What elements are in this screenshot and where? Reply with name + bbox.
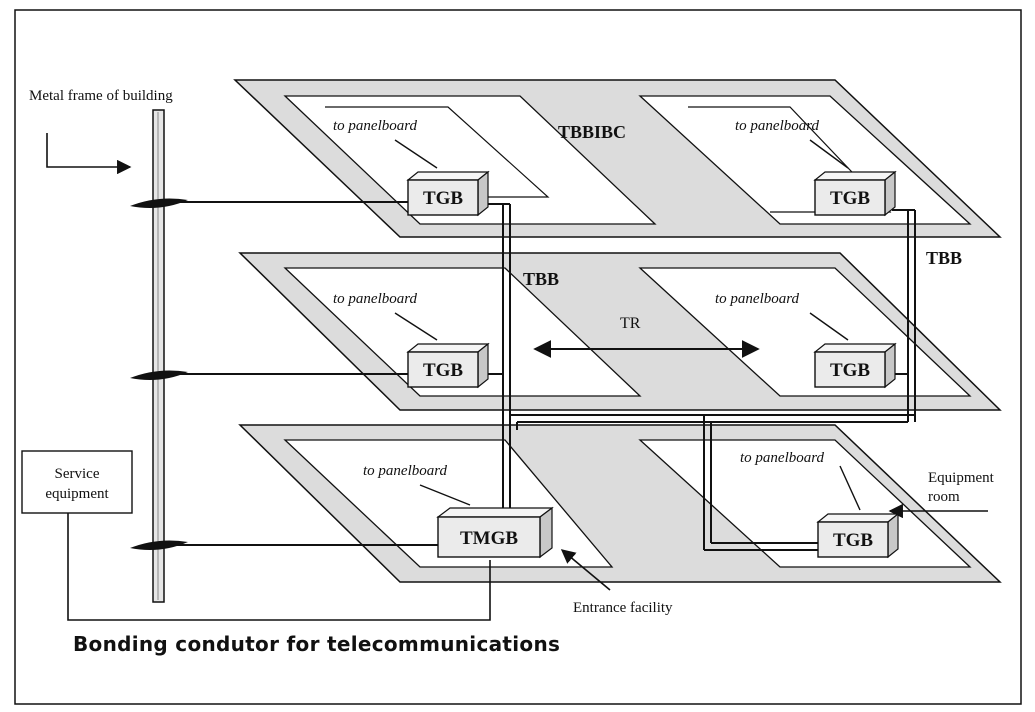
tmgb-label: TMGB bbox=[460, 528, 518, 549]
panelboard-leaders bbox=[394, 139, 861, 511]
tgb-f1r-label: TGB bbox=[830, 188, 870, 209]
floor-3 bbox=[238, 424, 1002, 583]
panelboard-label-f1-left: to panelboard bbox=[333, 118, 418, 134]
pb-leader-f1l bbox=[394, 139, 438, 169]
column-bond-clamps bbox=[130, 198, 188, 550]
column-clamp-3 bbox=[130, 540, 188, 550]
tgb-f1l-front bbox=[407, 179, 479, 216]
entrance-facility-arrow bbox=[560, 549, 611, 591]
tmgb-side bbox=[539, 506, 553, 559]
tgb-f3r-label: TGB bbox=[833, 530, 873, 551]
tgb-f1l-label: TGB bbox=[423, 188, 463, 209]
bonding-conductor-caption: Bonding condutor for telecommunications bbox=[73, 632, 560, 656]
tgb-f3r-front bbox=[817, 521, 889, 558]
tgb-floor-1-right: TGB bbox=[813, 170, 897, 217]
service-equipment-box bbox=[21, 450, 133, 514]
tgb-f2r-top bbox=[813, 343, 897, 353]
tgb-f1r-top bbox=[813, 171, 897, 181]
entrance-facility-label: Entrance facility bbox=[573, 600, 673, 616]
tgb-f2l-side bbox=[477, 342, 489, 389]
tgb-f3r-top bbox=[816, 513, 900, 523]
pb-leader-f2r bbox=[809, 312, 849, 341]
tgb-f2l-label: TGB bbox=[423, 360, 463, 381]
panelboard-label-f3-left: to panelboard bbox=[363, 463, 448, 479]
tgb-f1r-side bbox=[884, 170, 896, 217]
tgb-floor-1-left: TGB bbox=[406, 170, 490, 217]
diagram-arrows bbox=[46, 133, 988, 591]
bonding-conductors bbox=[67, 201, 916, 621]
panelboard-label-f3-right: to panelboard bbox=[740, 450, 825, 466]
tgb-floor-2-left: TGB bbox=[406, 342, 490, 389]
metal-frame-label: Metal frame of building bbox=[29, 88, 173, 104]
tgb-f2l-top bbox=[406, 343, 490, 353]
tgb-f2r-side bbox=[884, 342, 896, 389]
tbbibc-label: TBBIBC bbox=[558, 122, 626, 142]
tgb-f3r-side bbox=[887, 512, 899, 559]
tr-label: TR bbox=[620, 315, 641, 332]
tgb-f1r-front bbox=[814, 179, 886, 216]
panelboard-label-f2-right: to panelboard bbox=[715, 291, 800, 307]
tmgb-floor-3: TMGB bbox=[436, 506, 554, 559]
tmgb-top bbox=[436, 507, 554, 518]
floor-2-left-room bbox=[283, 267, 642, 397]
panelboard-label-f2-left: to panelboard bbox=[333, 291, 418, 307]
service-bond-conductor bbox=[67, 513, 491, 621]
service-equipment-label-2: equipment bbox=[45, 486, 109, 502]
pb-leader-f1r bbox=[809, 139, 849, 169]
tgb-f2r-front bbox=[814, 351, 886, 388]
tgb-f1l-side bbox=[477, 170, 489, 217]
tbb-label-center: TBB bbox=[523, 269, 559, 289]
tmgb-front bbox=[437, 516, 541, 558]
column-clamp-1 bbox=[130, 198, 188, 208]
column-clamp-2 bbox=[130, 370, 188, 380]
equipment-room-label-2: room bbox=[928, 489, 960, 505]
metal-frame-arrow bbox=[46, 133, 132, 175]
pb-leader-f3r bbox=[839, 465, 861, 511]
panelboard-label-f1-right: to panelboard bbox=[735, 118, 820, 134]
pb-leader-f2l bbox=[394, 312, 438, 341]
figure-border bbox=[14, 9, 1022, 705]
tgb-f2l-front bbox=[407, 351, 479, 388]
tgb-f1l-top bbox=[406, 171, 490, 181]
tgb-f2r-label: TGB bbox=[830, 360, 870, 381]
tbb-label-right: TBB bbox=[926, 248, 962, 268]
service-equipment-label-1: Service bbox=[55, 466, 100, 482]
pb-leader-f3l bbox=[419, 484, 471, 506]
equipment-room-label-1: Equipment bbox=[928, 470, 995, 486]
tgb-floor-2-right: TGB bbox=[813, 342, 897, 389]
floor-1-left-room bbox=[283, 95, 657, 225]
tgb-floor-3-right: TGB bbox=[816, 512, 900, 559]
